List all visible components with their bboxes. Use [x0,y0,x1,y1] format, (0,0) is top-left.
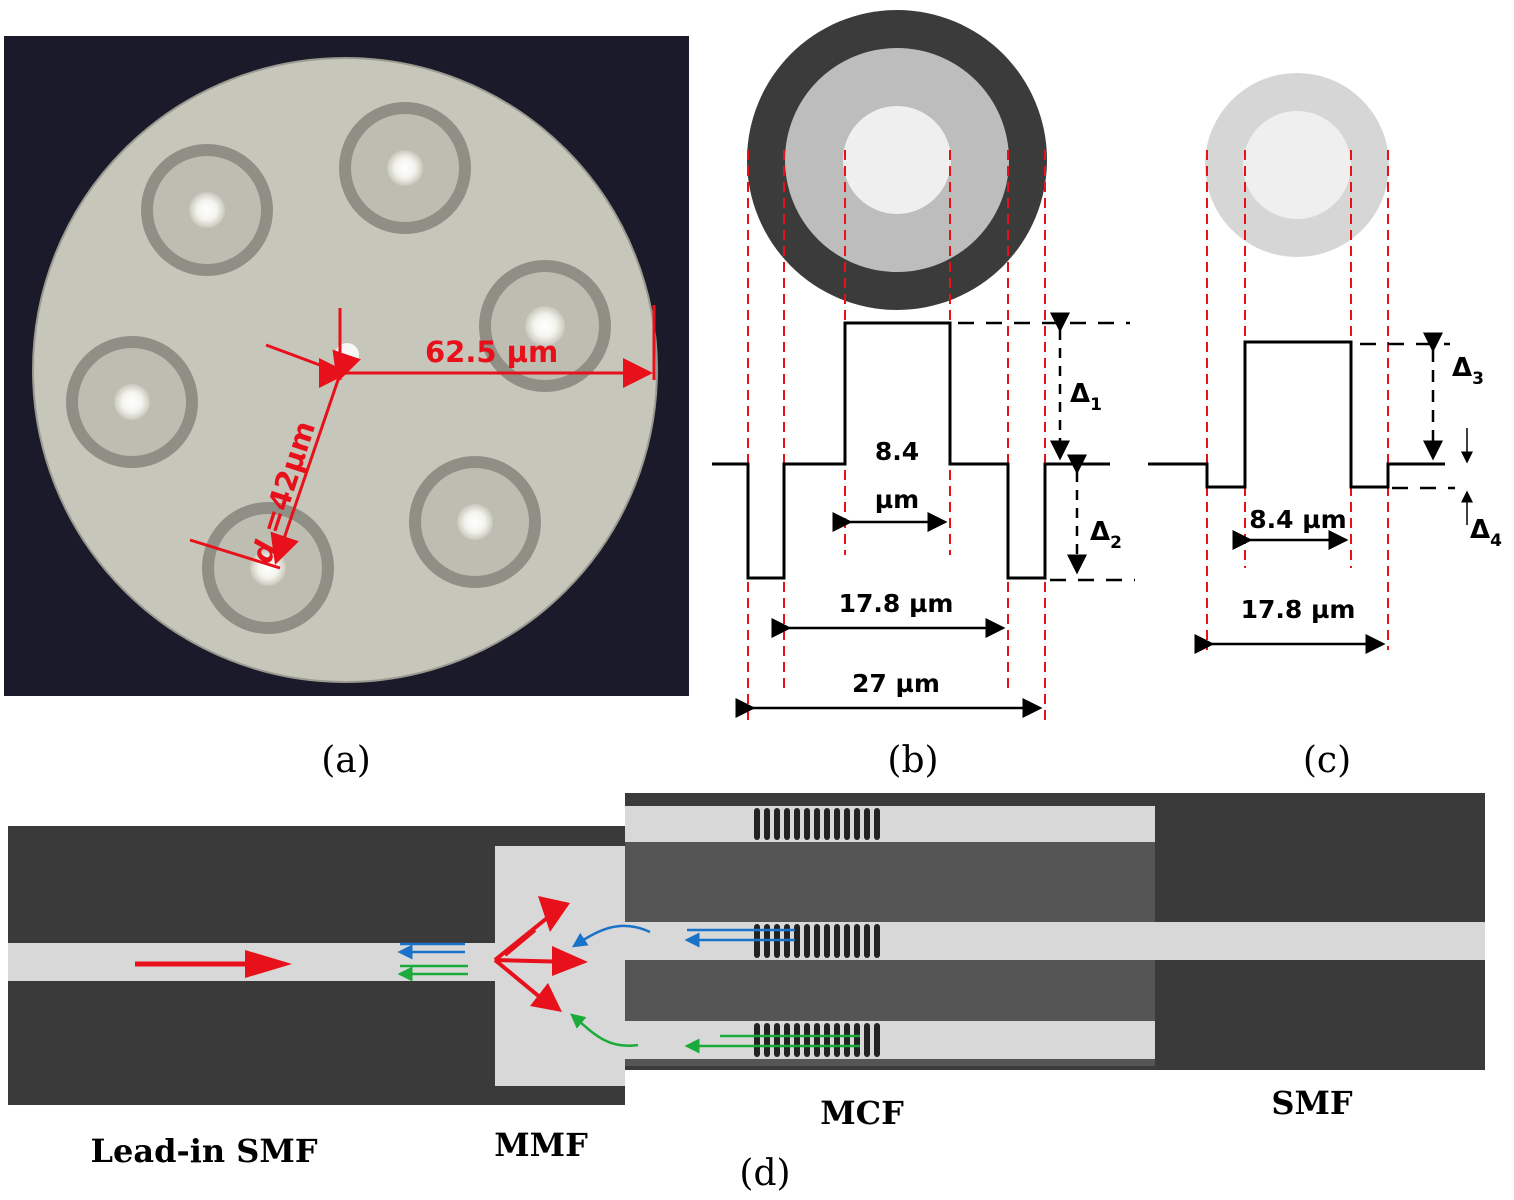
delta4-label: Δ4 [1470,515,1502,551]
panel-label-c: (c) [1303,740,1351,781]
step-profile-panel: Δ3 Δ4 8.4 µm 17.8 µm [1148,73,1502,654]
fbg-grating-bottom [754,1023,880,1057]
core-label-b-1: 8.4 [875,437,919,466]
core-c [1243,111,1351,219]
pitch-tick-bottom [189,538,281,570]
mmf-label: MMF [494,1126,588,1164]
delta1-label: Δ1 [1070,379,1102,415]
delta2-label: Δ2 [1090,517,1122,553]
radius-label: 62.5 µm [425,335,558,369]
index-profile-c [1148,340,1445,489]
mcf-core-bottom [625,1021,1155,1059]
panel-label-b: (b) [887,740,938,781]
lead-in-smf-label: Lead-in SMF [90,1132,317,1170]
mcf-core [339,102,471,234]
smf-label: SMF [1271,1084,1353,1122]
panel-label-a: (a) [321,740,371,781]
pitch-arrow [270,349,361,565]
delta3-label: Δ3 [1452,353,1484,389]
mcf-core [66,336,198,468]
reflected-green-lines [397,964,860,1054]
core [843,106,951,214]
reflected-green-curve [570,1013,639,1048]
core-label-b-2: µm [875,485,919,514]
panel-label-d: (d) [739,1153,790,1194]
inner-cladding-label-b: 17.8 µm [839,589,954,618]
sensor-schematic: Lead-in SMF MMF MCF SMF [8,793,1485,1170]
reflected-blue-lines [397,928,795,960]
trench-profile-panel: Δ1 Δ2 8.4 µm 17.8 µm 27 µm [712,10,1135,725]
smf-core [1155,922,1485,960]
reflected-blue-curve [571,924,651,948]
mcf-core [409,456,541,588]
mcf-core-top [625,806,1155,842]
fbg-grating-top [754,808,880,840]
cladding-label-c: 17.8 µm [1241,595,1356,624]
index-profile-b [712,321,1110,580]
micrograph-panel: 62.5 µm d =42µm [4,36,689,696]
trench-label-b: 27 µm [852,669,940,698]
mcf-core [141,144,273,276]
core-label-c: 8.4 µm [1249,505,1346,534]
mcf-label: MCF [820,1094,904,1132]
